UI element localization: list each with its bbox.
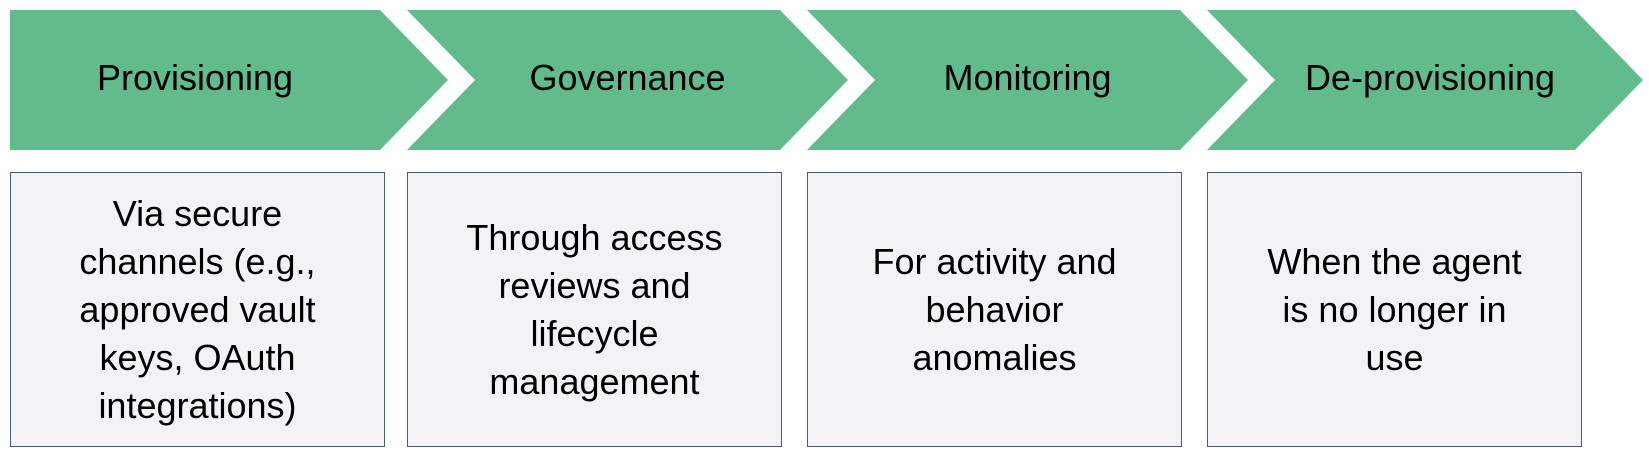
description-text: When the agent is no longer in use — [1257, 238, 1531, 382]
chevron-monitoring — [807, 10, 1248, 150]
description-line: use — [1365, 336, 1424, 378]
process-chevrons — [10, 10, 1643, 150]
stage-title-deprovisioning: De-provisioning — [1304, 57, 1556, 98]
stage-title-provisioning: Provisioning — [96, 57, 294, 98]
chevron-deprovisioning — [1207, 10, 1643, 150]
stage-description-provisioning: Via secure channels (e.g., approved vaul… — [10, 172, 385, 447]
description-line: integrations) — [98, 384, 297, 426]
chevron-governance — [407, 10, 848, 150]
description-line: When the agent — [1267, 240, 1522, 282]
description-line: channels (e.g., — [79, 240, 316, 282]
description-text: Through access reviews and lifecycle man… — [456, 214, 732, 406]
description-line: anomalies — [912, 336, 1077, 378]
description-line: lifecycle — [530, 312, 659, 354]
description-text: Via secure channels (e.g., approved vaul… — [69, 190, 325, 430]
description-line: Via secure — [112, 192, 283, 234]
stage-description-governance: Through access reviews and lifecycle man… — [407, 172, 782, 447]
description-line: is no longer in — [1282, 288, 1507, 330]
stage-title-governance: Governance — [529, 57, 726, 98]
description-line: approved vault — [79, 288, 316, 330]
description-line: Through access — [466, 216, 723, 258]
description-line: reviews and — [498, 264, 691, 306]
stage-title-monitoring: Monitoring — [943, 57, 1112, 98]
stage-description-deprovisioning: When the agent is no longer in use — [1207, 172, 1582, 447]
description-text: For activity and behavior anomalies — [862, 238, 1126, 382]
stage-description-monitoring: For activity and behavior anomalies — [807, 172, 1182, 447]
description-line: For activity and — [872, 240, 1117, 282]
chevron-provisioning — [10, 10, 448, 150]
description-line: keys, OAuth — [99, 336, 296, 378]
description-line: management — [489, 360, 700, 402]
description-line: behavior — [925, 288, 1064, 330]
